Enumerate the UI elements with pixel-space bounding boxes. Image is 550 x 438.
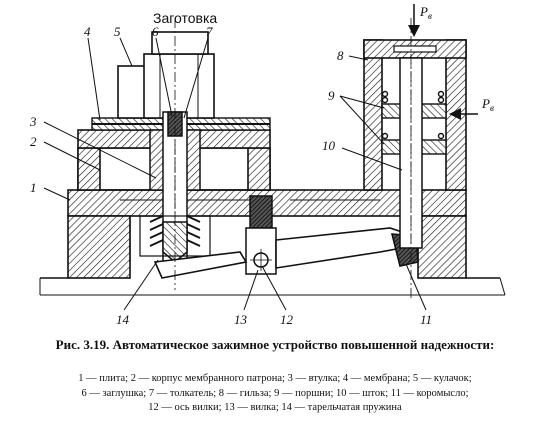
callout-9: 9	[328, 88, 335, 103]
callout-labels: Заготовка 4 5 6 7 3 2 1 8 9 10 14 13 12 …	[29, 4, 494, 327]
workpiece-label: Заготовка	[153, 10, 217, 26]
callout-12: 12	[280, 312, 294, 327]
callout-7: 7	[206, 24, 213, 39]
pistons	[381, 90, 447, 155]
legend-line: 12 — ось вилки; 13 — вилка; 14 — тарельч…	[148, 402, 402, 413]
legend-line: 1 — плита; 2 — корпус мембранного патрон…	[78, 373, 472, 384]
callout-1: 1	[30, 180, 37, 195]
workpiece	[151, 31, 209, 55]
leader-lines	[43, 37, 427, 311]
callout-6: 6	[152, 24, 159, 39]
figure-caption-title: Рис. 3.19. Автоматическое зажимное устро…	[0, 336, 550, 353]
figure-title: Автоматическое зажимное устройство повыш…	[112, 337, 495, 352]
pressure-arrows	[408, 4, 478, 120]
callout-3: 3	[29, 114, 37, 129]
callout-14: 14	[116, 312, 130, 327]
center-lines	[174, 18, 412, 300]
pressure-label-side: Pв	[481, 96, 494, 113]
pressure-label-top: Pв	[419, 4, 432, 21]
callout-10: 10	[322, 138, 336, 153]
rocker-arm	[153, 227, 419, 279]
figure-legend: 1 — плита; 2 — корпус мембранного патрон…	[0, 372, 550, 416]
figure-id: Рис. 3.19.	[55, 337, 110, 352]
callout-11: 11	[420, 312, 432, 327]
legend-line: 6 — заглушка; 7 — толкатель; 8 — гильза;…	[81, 387, 469, 399]
callout-5: 5	[114, 24, 121, 39]
callout-2: 2	[30, 134, 37, 149]
callout-8: 8	[337, 48, 344, 63]
fork	[245, 195, 277, 275]
callout-13: 13	[234, 312, 248, 327]
callout-4: 4	[84, 24, 91, 39]
